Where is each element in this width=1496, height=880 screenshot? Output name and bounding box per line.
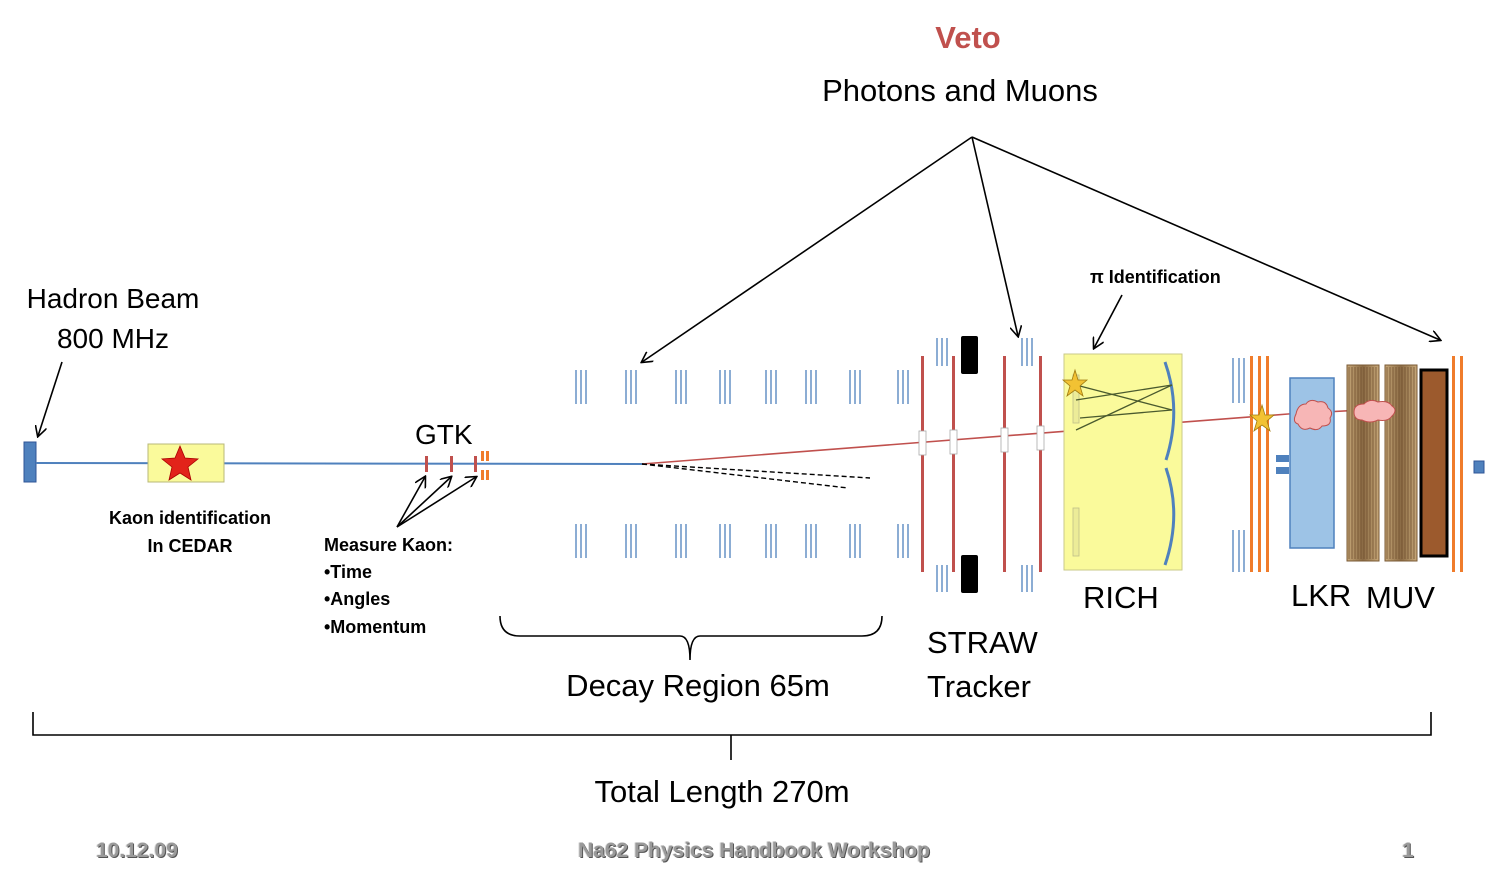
muv-label: MUV — [1366, 580, 1435, 615]
veto-title: Veto — [935, 20, 1001, 55]
rich-label: RICH — [1083, 580, 1159, 615]
straw-label-line1: STRAW — [927, 625, 1038, 660]
muv-veto-plane-1 — [1452, 356, 1455, 572]
straw-lav-bottom — [936, 565, 1033, 592]
decay-region-label: Decay Region 65m — [566, 668, 830, 703]
measure-item-time: •Time — [324, 562, 372, 582]
decay-dashed-1 — [641, 463, 871, 479]
veto-subtitle: Photons and Muons — [822, 73, 1098, 108]
pi-identification-label: π Identification — [1090, 267, 1221, 287]
lkr-shower — [1293, 399, 1333, 431]
rich-star-icon — [1061, 368, 1089, 398]
footer-workshop: Na62 Physics Handbook Workshop — [577, 839, 931, 862]
lav-stations-top — [575, 370, 909, 404]
beam-dump — [1473, 460, 1485, 474]
rich-mirror-bottom — [1163, 467, 1176, 566]
rich-light-rays — [1075, 384, 1173, 431]
measure-arrow-3 — [396, 477, 476, 528]
chanti-3 — [481, 470, 484, 480]
veto-arrow-decay — [642, 136, 973, 362]
kaon-id-line1: Kaon identification — [109, 508, 271, 528]
gtk-station-2 — [450, 456, 453, 472]
lav-stations-bottom — [575, 524, 909, 558]
measure-arrow-2 — [396, 477, 451, 528]
footer-date: 10.12.09 — [96, 839, 178, 862]
decay-region-brace — [499, 615, 883, 661]
chanti-4 — [486, 470, 489, 480]
chod-lav-bottom — [1232, 530, 1245, 572]
veto-arrow-muv — [971, 136, 1440, 340]
total-length-label: Total Length 270m — [594, 774, 850, 809]
chod-lav-top — [1232, 358, 1245, 403]
muv3-iron — [1419, 368, 1449, 558]
chod-planes — [1250, 356, 1269, 572]
measure-item-angles: •Angles — [324, 589, 391, 609]
beam-label-line2: 800 MHz — [56, 323, 170, 354]
lkr-label: LKR — [1291, 578, 1352, 613]
hadron-beam-arrow — [38, 361, 63, 436]
veto-arrow-straw — [971, 136, 1018, 336]
irc-block-2 — [1276, 467, 1289, 474]
beam-line — [35, 462, 643, 465]
straw-lav-top — [936, 338, 1033, 366]
gtk-station-1 — [425, 456, 428, 472]
straw-chambers — [918, 356, 1045, 572]
measure-item-momentum: •Momentum — [324, 617, 427, 637]
rich-mirror-top — [1163, 361, 1176, 461]
muv-module-1 — [1346, 364, 1380, 562]
magnet-top — [961, 336, 978, 374]
beam-source — [23, 441, 37, 483]
chanti-2 — [486, 451, 489, 461]
decay-dashed-2 — [641, 463, 849, 489]
total-length-bracket — [32, 712, 1432, 760]
muv-veto-plane-2 — [1460, 356, 1463, 572]
gtk-label: GTK — [415, 419, 473, 450]
pion-track — [641, 413, 1289, 465]
chanti-1 — [481, 451, 484, 461]
chod-star-icon — [1248, 403, 1276, 433]
kaon-id-line2: In CEDAR — [147, 536, 233, 556]
gtk-station-3 — [474, 456, 477, 472]
pi-id-arrow — [1094, 294, 1123, 348]
muv-module-2 — [1384, 364, 1418, 562]
straw-label-line2: Tracker — [927, 669, 1031, 704]
cedar-star-icon — [160, 444, 200, 481]
measure-arrow-1 — [396, 477, 425, 528]
measure-kaon-title: Measure Kaon: — [324, 535, 454, 555]
muv-shower — [1353, 399, 1396, 423]
magnet-bottom — [961, 555, 978, 593]
irc-block-1 — [1276, 455, 1289, 462]
beam-label-line1: Hadron Beam — [26, 283, 200, 314]
rich-beam-pipe-bottom — [1072, 507, 1080, 557]
footer-page-number: 1 — [1402, 839, 1414, 862]
